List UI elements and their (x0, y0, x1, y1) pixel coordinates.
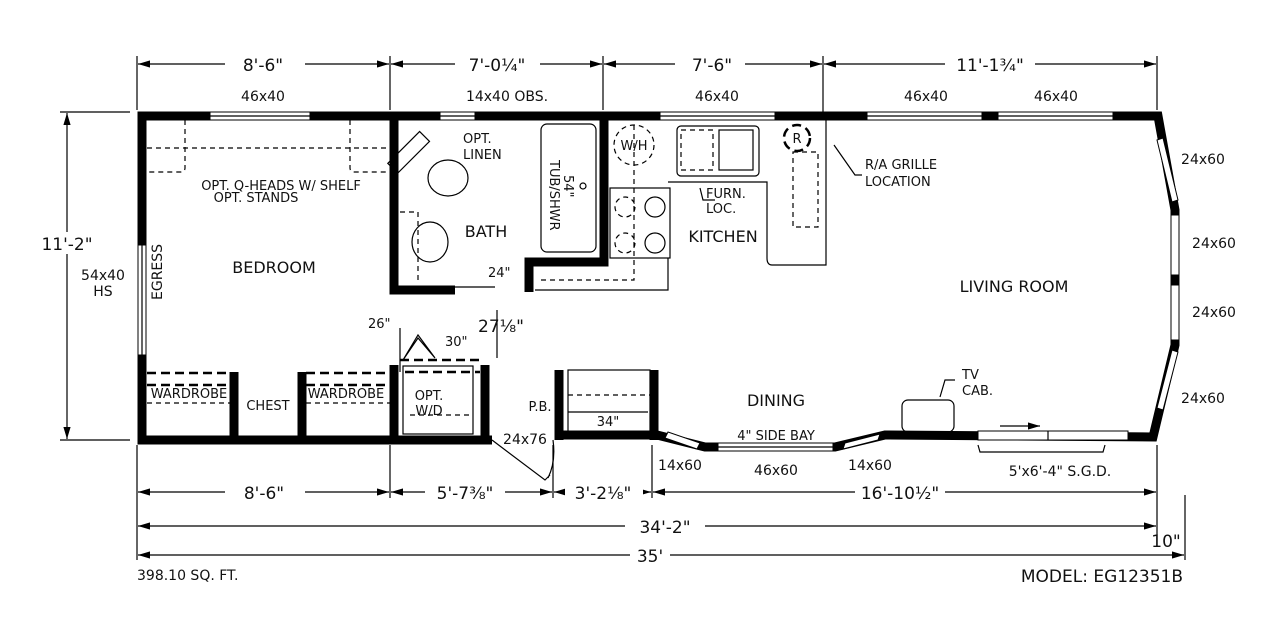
note-washer-dryer: OPT. (415, 389, 444, 404)
window-label: 46x60 (754, 463, 798, 479)
note-washer-dryer: W/D (415, 404, 442, 419)
note-tv: CAB. (962, 384, 993, 399)
top-dimensions: 8'-6" 7'-0¼" 7'-6" 11'-1¾" (136, 54, 1158, 115)
room-living: LIVING ROOM (960, 277, 1069, 296)
note-refrigerator: R (792, 132, 801, 147)
window-label: 14x60 (848, 458, 892, 474)
square-footage: 398.10 SQ. FT. (137, 568, 238, 584)
fixtures (147, 120, 955, 435)
note-grille: R/A GRILLE (865, 158, 937, 173)
dim-overall-box: 34'-2" (639, 518, 690, 538)
sliding-glass-door-label: 5'x6'-4" S.G.D. (1009, 464, 1112, 480)
dim-bottom-laundry: 5'-7⅜" (437, 484, 494, 504)
egress-label: EGRESS (150, 244, 166, 300)
interior-walls (229, 116, 659, 481)
window-label: 24x60 (1192, 236, 1236, 252)
door-label: 24x76 (503, 432, 547, 448)
window-label: 14x40 OBS. (466, 89, 548, 105)
dim-bottom-living: 16'-10½" (861, 484, 939, 504)
window-label: 24x60 (1181, 391, 1225, 407)
dim-top-bedroom: 8'-6" (243, 56, 283, 76)
note-27: 27⅛" (478, 317, 524, 337)
dim-hitch: 10" (1151, 532, 1180, 552)
dim-top-kitchen: 7'-6" (692, 56, 732, 76)
note-qheads: OPT. Q-HEADS W/ SHELF (201, 179, 361, 194)
range-icon (609, 187, 671, 259)
room-kitchen: KITCHEN (688, 227, 757, 246)
kitchen-sink-icon (676, 125, 760, 177)
note-30: 30" (445, 335, 468, 350)
egress-window-type: HS (93, 284, 113, 300)
note-water-heater: W/H (620, 139, 647, 154)
window-label: 46x40 (241, 89, 285, 105)
width-dimension: 11'-2" 54x40 HS (28, 111, 130, 441)
note-tub: TUB/SHWR (546, 159, 561, 231)
windows (137, 111, 1180, 453)
window-label: 46x40 (904, 89, 948, 105)
note-furnace: FURN. (706, 187, 746, 202)
bottom-dimensions: 8'-6" 5'-7⅜" 3'-2⅛" 16'-10½" 34'-2" 35' … (136, 445, 1186, 567)
room-bedroom: BEDROOM (232, 258, 316, 277)
dim-width: 11'-2" (41, 235, 92, 255)
sink-icon (411, 221, 449, 263)
dim-top-living: 11'-1¾" (956, 56, 1024, 76)
dim-top-bath: 7'-0¼" (469, 56, 526, 76)
note-24: 24" (488, 266, 511, 281)
dim-overall: 35' (637, 547, 663, 567)
room-labels: BEDROOM BATH KITCHEN LIVING ROOM DINING (232, 222, 1068, 410)
note-furnace: LOC. (706, 202, 736, 217)
note-wardrobe: WARDROBE (308, 387, 384, 402)
model-number: MODEL: EG12351B (1021, 567, 1183, 587)
note-wardrobe: WARDROBE (151, 387, 227, 402)
window-label: 24x60 (1192, 305, 1236, 321)
tv-cabinet (901, 399, 955, 433)
note-linen: LINEN (463, 148, 502, 163)
notes: OPT. Q-HEADS W/ SHELF OPT. STANDS OPT. L… (151, 132, 993, 444)
dim-bottom-pantry: 3'-2⅛" (575, 484, 632, 504)
window-label: 46x40 (695, 89, 739, 105)
room-bath: BATH (465, 222, 507, 241)
toilet-icon (427, 159, 469, 197)
room-dining: DINING (747, 391, 805, 410)
note-tub-size: 54" (560, 175, 575, 198)
window-label: 14x60 (658, 458, 702, 474)
note-pantry: P.B. (529, 400, 552, 415)
window-label: 46x40 (1034, 89, 1078, 105)
note-grille: LOCATION (865, 175, 931, 190)
window-labels: 46x40 14x40 OBS. 46x40 46x40 46x40 EGRES… (150, 89, 1236, 480)
tub-icon (540, 123, 597, 253)
egress-window-size: 54x40 (81, 268, 125, 284)
note-chest: CHEST (246, 399, 289, 414)
note-side-bay: 4" SIDE BAY (737, 429, 815, 444)
note-stands: OPT. STANDS (214, 191, 299, 206)
refrigerator-icon (782, 123, 812, 153)
window-label: 24x60 (1181, 152, 1225, 168)
note-linen: OPT. (463, 132, 492, 147)
note-26: 26" (368, 317, 391, 332)
dim-bottom-bedroom: 8'-6" (244, 484, 284, 504)
note-tv: TV (961, 368, 979, 383)
note-34: 34" (597, 415, 620, 430)
